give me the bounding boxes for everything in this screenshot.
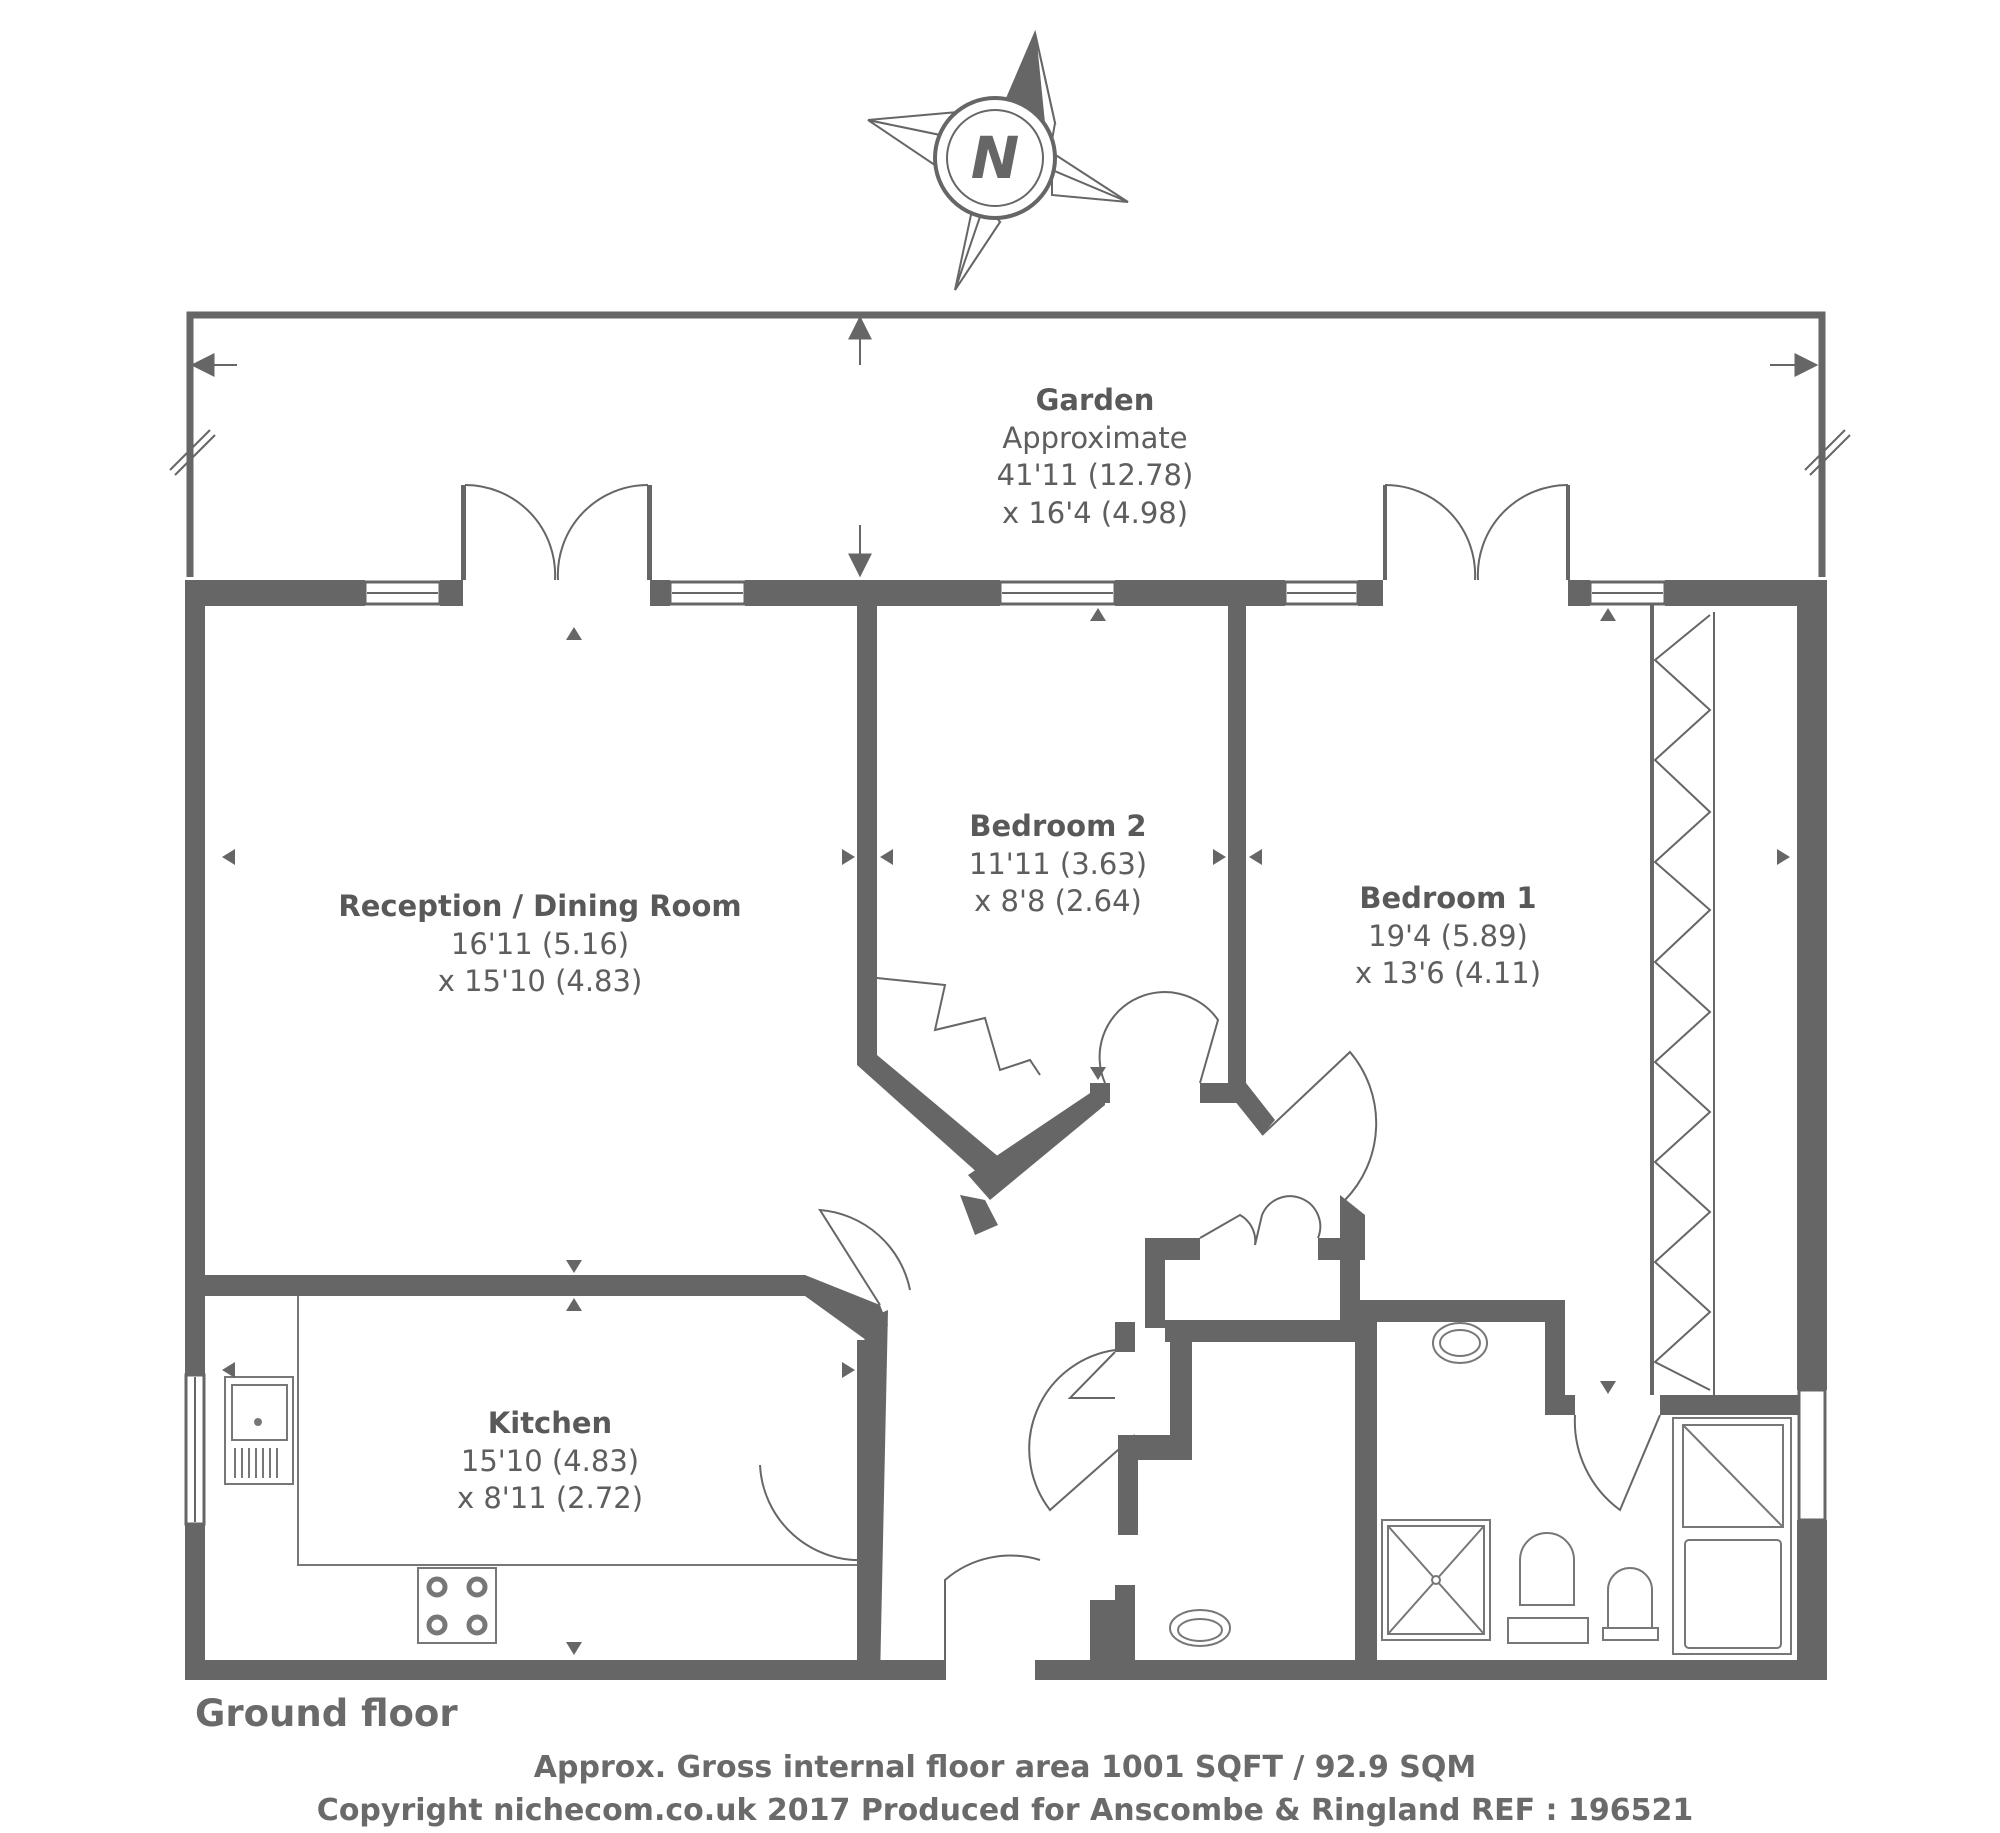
garden-outline: [169, 311, 1851, 578]
room-dim-2: x 16'4 (4.98): [1001, 496, 1189, 531]
floor-title: Ground floor: [195, 1692, 458, 1735]
windows: [184, 580, 1827, 1526]
bedroom1-label: Bedroom 1 19'4 (5.89) x 13'6 (4.11): [1355, 880, 1541, 993]
room-note: Approximate: [1002, 420, 1188, 455]
room-name: Bedroom 2: [969, 809, 1147, 843]
compass-letter: N: [971, 124, 1020, 192]
room-dim-1: 16'11 (5.16): [450, 926, 630, 961]
dimension-markers: [222, 608, 1790, 1655]
bath-icon: [1672, 1417, 1792, 1655]
hob-icon: [417, 1567, 497, 1644]
walls: [185, 580, 1827, 1680]
room-dim-2: x 15'10 (4.83): [437, 964, 643, 999]
room-dim-2: x 13'6 (4.11): [1354, 956, 1542, 991]
room-dim-1: 15'10 (4.83): [460, 1443, 640, 1478]
reception-label: Reception / Dining Room 16'11 (5.16) x 1…: [338, 888, 741, 1001]
room-name: Kitchen: [487, 1406, 613, 1440]
basin-icon: [1432, 1322, 1488, 1364]
room-name: Garden: [1035, 383, 1155, 417]
toilet-icon: [1507, 1532, 1589, 1644]
shower-icon: [1381, 1519, 1491, 1641]
wc-basin-icon: [1169, 1609, 1231, 1647]
garden-label: Garden Approximate 41'11 (12.78) x 16'4 …: [997, 382, 1194, 533]
kitchen-label: Kitchen 15'10 (4.83) x 8'11 (2.72): [457, 1405, 643, 1518]
bathroom-fixtures: [1169, 1322, 1792, 1655]
room-dim-2: x 8'8 (2.64): [974, 884, 1142, 919]
room-name: Reception / Dining Room: [338, 889, 742, 923]
room-dim-1: 41'11 (12.78): [996, 458, 1194, 493]
room-name: Bedroom 1: [1359, 881, 1537, 915]
bidet-icon: [1602, 1567, 1659, 1641]
bedroom2-label: Bedroom 2 11'11 (3.63) x 8'8 (2.64): [969, 808, 1147, 921]
floor-area: Approx. Gross internal floor area 1001 S…: [533, 1750, 1477, 1785]
room-dim-1: 19'4 (5.89): [1368, 918, 1528, 953]
room-dim-2: x 8'11 (2.72): [456, 1481, 644, 1516]
room-dim-1: 11'11 (3.63): [968, 846, 1148, 881]
compass-icon: N: [867, 29, 1129, 291]
sink-icon: [224, 1376, 294, 1485]
copyright: Copyright nichecom.co.uk 2017 Produced f…: [316, 1793, 1694, 1828]
door-swings: [461, 483, 1715, 1680]
kitchen-fixtures: [224, 1296, 857, 1644]
